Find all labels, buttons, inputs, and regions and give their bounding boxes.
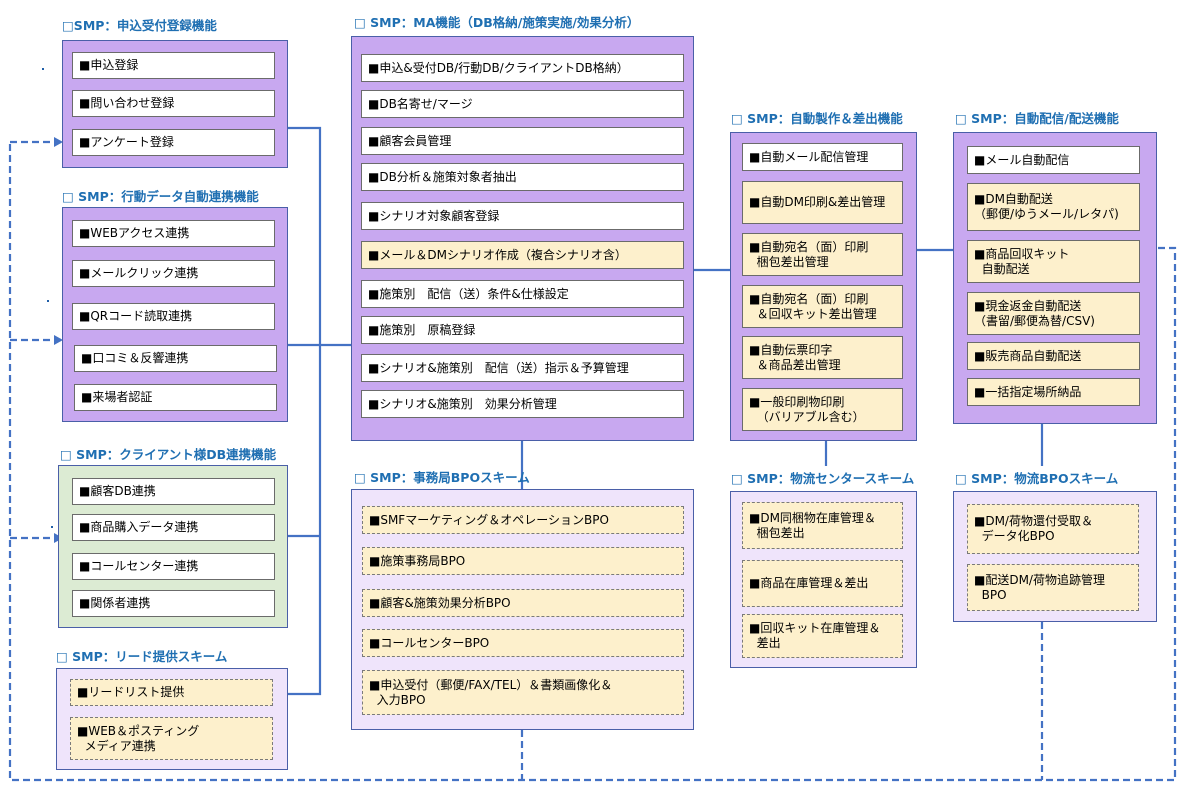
item-db-merge: ■DB名寄せ/マージ — [361, 90, 684, 118]
item-call-center: ■コールセンター連携 — [72, 553, 275, 580]
item-auto-mail: ■自動メール配信管理 — [742, 143, 903, 171]
item-smf-bpo: ■SMFマーケティング＆オペレーションBPO — [362, 506, 684, 534]
item-purchase-data: ■商品購入データ連携 — [72, 514, 275, 541]
section-title-ma: □ SMP：MA機能（DB格納/施策実施/効果分析） — [354, 15, 640, 30]
item-callcenter-bpo: ■コールセンターBPO — [362, 629, 684, 657]
item-mail-click: ■メールクリック連携 — [72, 260, 275, 287]
item-auto-dm-print: ■自動DM印刷&差出管理 — [742, 181, 903, 224]
item-lead-list: ■リードリスト提供 — [70, 679, 273, 706]
item-office-bpo: ■施策事務局BPO — [362, 547, 684, 575]
item-member-management: ■顧客会員管理 — [361, 127, 684, 155]
item-bulk-delivery: ■一括指定場所納品 — [967, 378, 1140, 406]
item-mail-delivery: ■メール自動配信 — [967, 146, 1140, 174]
wire-s1-to-ma — [288, 126, 322, 696]
item-refund-delivery: ■現金返金自動配送 （書留/郵便為替/CSV) — [967, 292, 1140, 335]
item-kit-delivery: ■商品回収キット 自動配送 — [967, 240, 1140, 283]
section-title-delivery: □ SMP：自動配信/配送機能 — [955, 111, 1119, 126]
item-address-kit: ■自動宛名（面）印刷 ＆回収キット差出管理 — [742, 285, 903, 328]
item-manuscript: ■施策別 原稿登録 — [361, 316, 684, 344]
section-title-application: □SMP：申込受付登録機能 — [62, 18, 217, 33]
item-stakeholder: ■関係者連携 — [72, 590, 275, 617]
item-product-delivery: ■販売商品自動配送 — [967, 342, 1140, 370]
section-title-client-db: □ SMP：クライアント様DB連携機能 — [60, 447, 277, 462]
item-product-inventory: ■商品在庫管理＆差出 — [742, 560, 903, 607]
item-scenario-target: ■シナリオ対象顧客登録 — [361, 202, 684, 230]
item-slip-print: ■自動伝票印字 ＆商品差出管理 — [742, 336, 903, 379]
item-general-print: ■一般印刷物印刷 （バリアブル含む） — [742, 388, 903, 431]
item-visitor-auth: ■来場者認証 — [74, 384, 277, 411]
section-title-behavior: □ SMP：行動データ自動連携機能 — [62, 189, 259, 204]
item-delivery-conditions: ■施策別 配信（送）条件&仕様設定 — [361, 280, 684, 308]
item-return-bpo: ■DM/荷物還付受取＆ データ化BPO — [967, 504, 1139, 554]
item-customer-db: ■顧客DB連携 — [72, 478, 275, 505]
section-title-logistics: □ SMP：物流センタースキーム — [731, 471, 915, 486]
item-inquiry-registration: ■問い合わせ登録 — [72, 90, 275, 117]
item-dm-delivery: ■DM自動配送 （郵便/ゆうメール/レタパ) — [967, 183, 1140, 231]
item-address-packing: ■自動宛名（面）印刷 梱包差出管理 — [742, 233, 903, 276]
item-kit-inventory: ■回収キット在庫管理＆ 差出 — [742, 614, 903, 658]
item-tracking-bpo: ■配送DM/荷物追跡管理 BPO — [967, 564, 1139, 611]
section-title-production: □ SMP：自動製作＆差出機能 — [731, 111, 903, 126]
item-delivery-budget: ■シナリオ&施策別 配信（送）指示＆予算管理 — [361, 354, 684, 382]
section-title-bpo: □ SMP：事務局BPOスキーム — [354, 470, 530, 485]
marker-dot — [47, 300, 49, 302]
item-application-registration: ■申込登録 — [72, 52, 275, 79]
wire-feedback-loop — [8, 142, 1177, 782]
marker-dot — [42, 68, 44, 70]
item-analysis-bpo: ■顧客&施策効果分析BPO — [362, 589, 684, 617]
item-web-access: ■WEBアクセス連携 — [72, 220, 275, 247]
item-effect-analysis: ■シナリオ&施策別 効果分析管理 — [361, 390, 684, 418]
item-survey-registration: ■アンケート登録 — [72, 129, 275, 156]
item-db-storage: ■申込&受付DB/行動DB/クライアントDB格納） — [361, 54, 684, 82]
section-title-logistics-bpo: □ SMP：物流BPOスキーム — [955, 471, 1119, 486]
item-web-posting: ■WEB＆ポスティング メディア連携 — [70, 717, 273, 760]
item-db-analysis: ■DB分析＆施策対象者抽出 — [361, 163, 684, 191]
item-input-bpo: ■申込受付（郵便/FAX/TEL）＆書類画像化＆ 入力BPO — [362, 670, 684, 715]
item-qr-code: ■QRコード読取連携 — [72, 303, 275, 330]
item-word-of-mouth: ■口コミ＆反響連携 — [74, 345, 277, 372]
item-dm-inventory: ■DM同梱物在庫管理＆ 梱包差出 — [742, 502, 903, 549]
section-title-lead: □ SMP：リード提供スキーム — [56, 649, 228, 664]
item-mail-dm-scenario: ■メール＆DMシナリオ作成（複合シナリオ含） — [361, 241, 684, 269]
marker-dot — [51, 526, 53, 528]
